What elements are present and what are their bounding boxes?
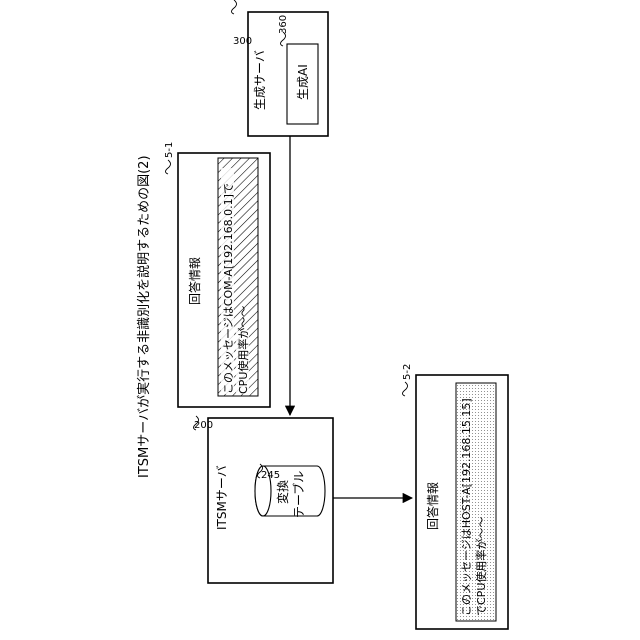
answer-info-2-line2: でCPU使用率が〜〜 <box>474 517 488 616</box>
figure-caption: ITSMサーバが実行する非識別化を説明するための図(2) <box>136 155 152 478</box>
generative-ai-label: 生成AI <box>296 64 310 100</box>
conversion-table-ref-visible: 245 <box>261 470 280 481</box>
answer-info-1-ref: 5-1 <box>164 142 175 158</box>
answer-info-1-line1: このメッセージはCOM-A[192.168.0.1]で <box>222 183 235 394</box>
generation-server-ref-visible: 300 <box>233 36 252 47</box>
answer-info-1: 回答情報 このメッセージはCOM-A[192.168.0.1]で CPU使用率が… <box>164 142 270 407</box>
answer-info-2: 回答情報 このメッセージはHOST-A[192.168.15.15] でCPU使… <box>402 364 508 629</box>
answer-info-1-line2: CPU使用率が〜〜 <box>236 306 250 394</box>
itsm-server: ITSMサーバ 変換 テーブル 245 245 200 <box>194 416 334 583</box>
answer-info-2-ref: 5-2 <box>402 364 413 380</box>
conversion-table-label-1: 変換 <box>275 480 290 504</box>
itsm-server-ref: 200 <box>194 420 213 431</box>
answer-info-1-title: 回答情報 <box>187 257 202 305</box>
answer-2-ref-leader <box>403 382 408 396</box>
answer-info-2-line1: このメッセージはHOST-A[192.168.15.15] <box>460 398 473 616</box>
answer-info-2-title: 回答情報 <box>425 482 440 530</box>
generation-server: 生成サーバ 生成AI 360 300 300 <box>232 0 329 136</box>
gen-server-ref-leader <box>232 0 237 14</box>
generative-ai-box: 生成AI <box>287 44 318 124</box>
itsm-server-label: ITSMサーバ <box>215 465 229 530</box>
conversion-table-label-2: テーブル <box>291 471 306 518</box>
generative-ai-ref: 360 <box>278 15 289 34</box>
generation-server-label: 生成サーバ <box>253 50 267 110</box>
answer-1-ref-leader <box>166 160 171 174</box>
